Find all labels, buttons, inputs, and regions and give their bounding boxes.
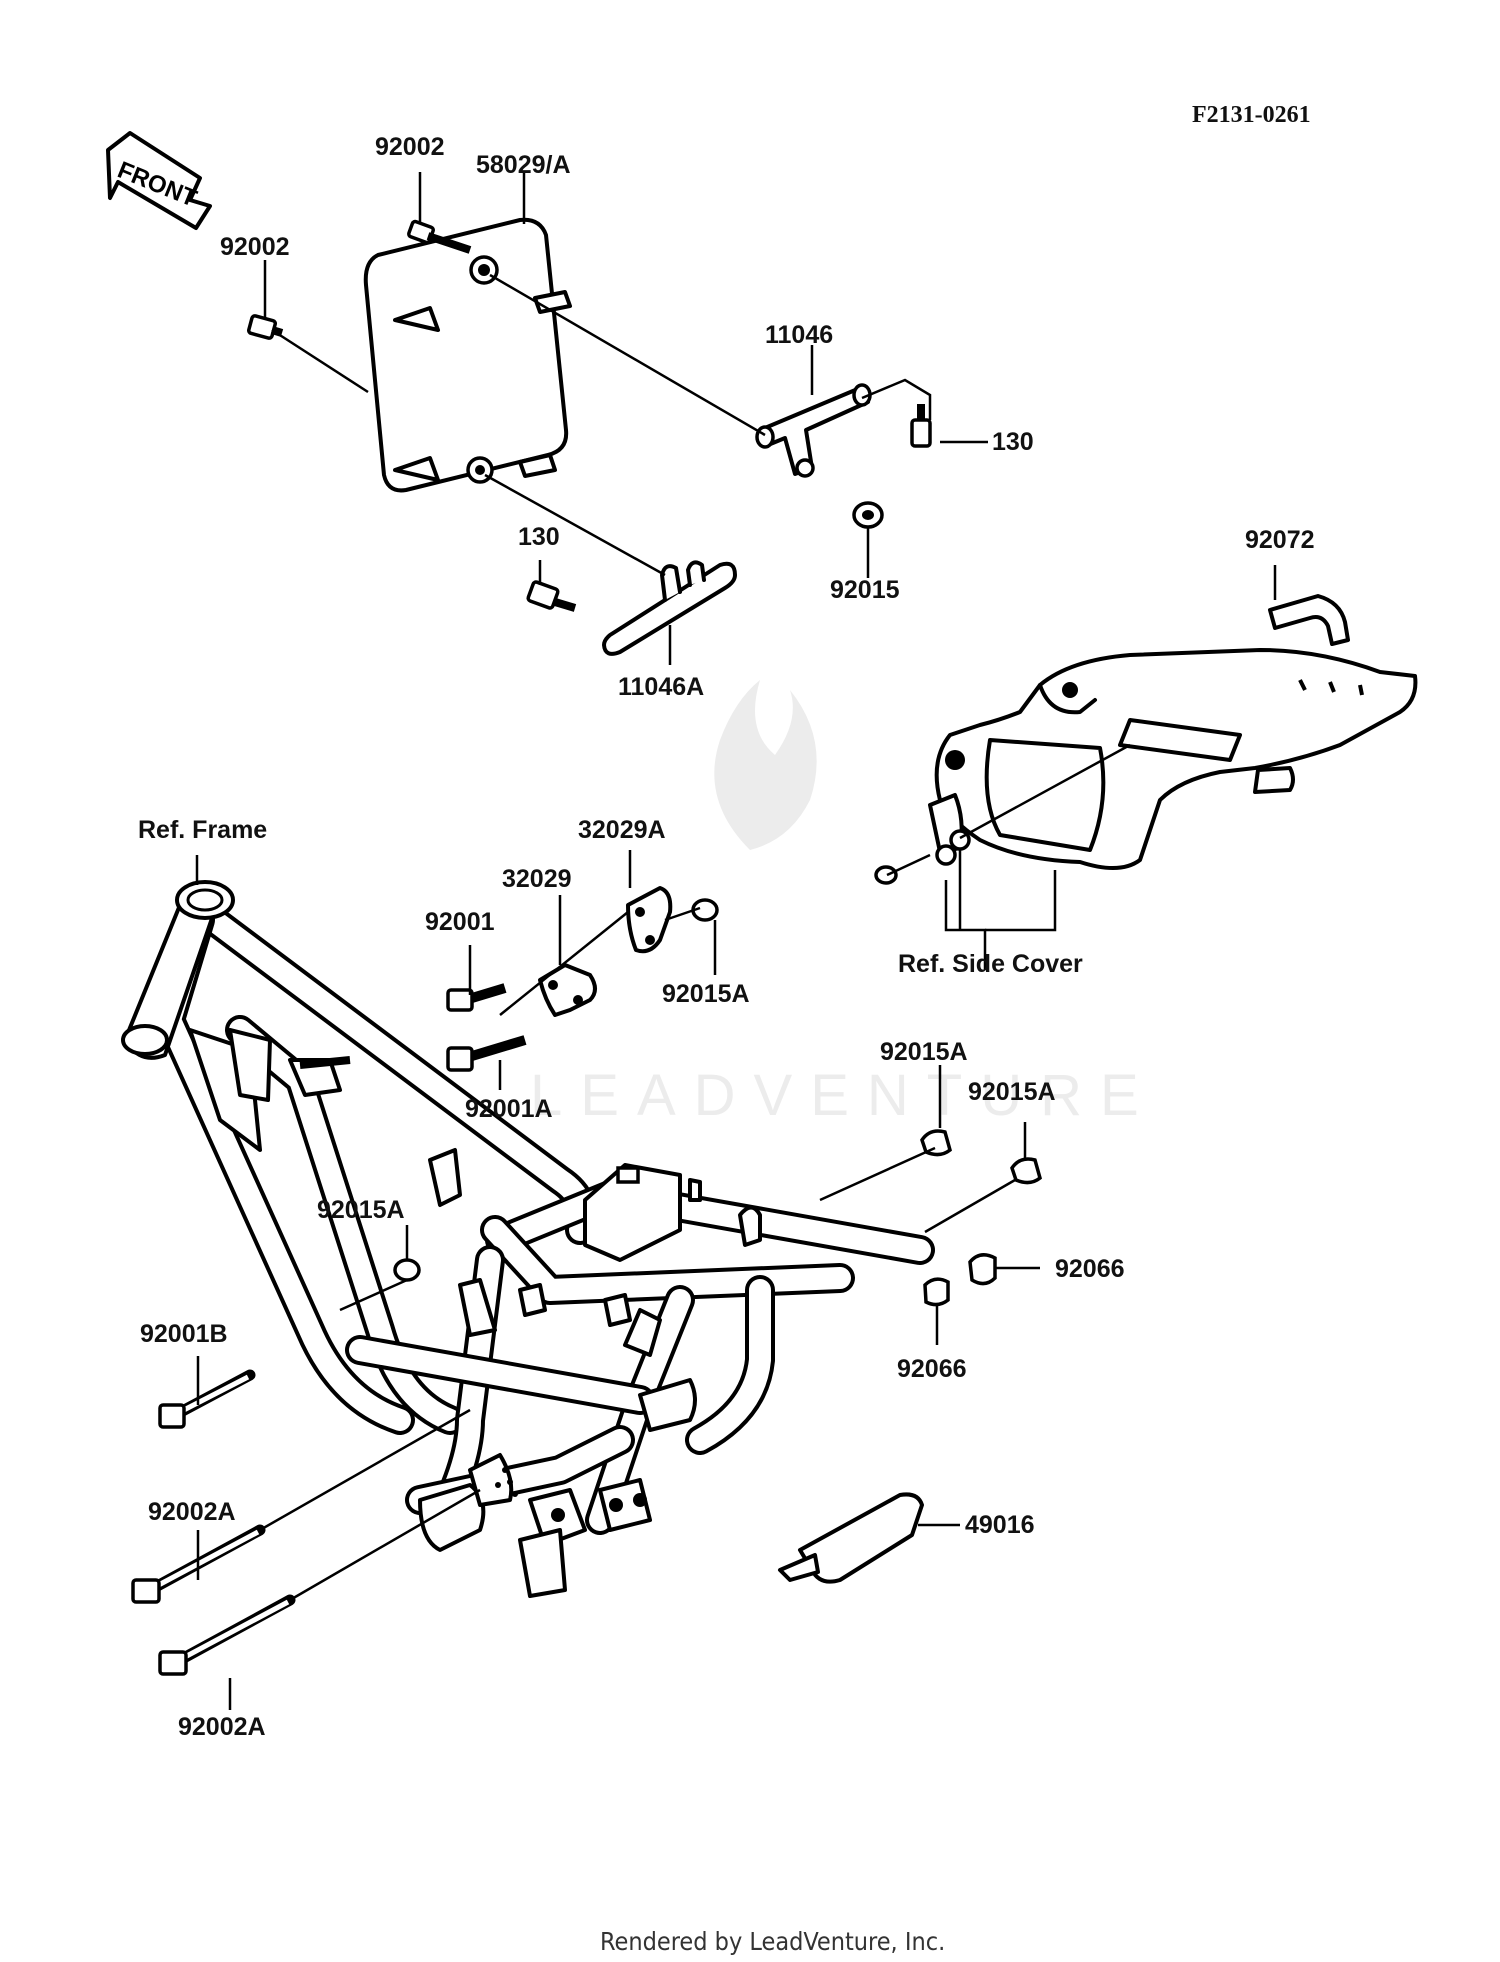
part-49016	[778, 1492, 924, 1584]
nut-92015A-r1	[920, 1129, 952, 1157]
callout-92002A-lower: 92002A	[178, 1713, 266, 1741]
part-32029	[538, 963, 597, 1017]
frame	[121, 880, 935, 1598]
callout-92002-top: 92002	[375, 133, 445, 161]
side-cover	[874, 648, 1418, 885]
callout-58029A: 58029/A	[476, 151, 571, 179]
cap-92066-bottom	[923, 1277, 950, 1307]
nut-92015A-left	[393, 1258, 421, 1282]
bolt-130-right	[910, 404, 932, 448]
bolt-130-left	[526, 580, 577, 612]
part-58029	[363, 217, 572, 493]
callout-92015A-r2: 92015A	[968, 1078, 1056, 1106]
cap-92066-right	[968, 1253, 997, 1286]
callout-92001B: 92001B	[140, 1320, 228, 1348]
bolt-92001A	[446, 1035, 527, 1072]
footer-credit: Rendered by LeadVenture, Inc.	[600, 1927, 945, 1956]
figure-code: F2131-0261	[1192, 102, 1311, 128]
watermark: LEADVENTURE	[530, 680, 1157, 1128]
callout-ref-frame: Ref. Frame	[138, 816, 267, 844]
callout-32029A: 32029A	[578, 816, 666, 844]
part-32029A	[626, 886, 673, 954]
bolt-92001	[446, 983, 507, 1012]
callout-92002-left: 92002	[220, 233, 290, 261]
callout-130-right: 130	[992, 428, 1034, 456]
leader-lines	[195, 172, 1277, 1710]
front-arrow-icon: FRONT	[106, 131, 212, 230]
callout-92015A-mid: 92015A	[662, 980, 750, 1008]
callout-92001A: 92001A	[465, 1095, 553, 1123]
callout-92072: 92072	[1245, 526, 1315, 554]
callout-92015: 92015	[830, 576, 900, 604]
callout-92001: 92001	[425, 908, 495, 936]
callout-49016: 49016	[965, 1511, 1035, 1539]
watermark-text: LEADVENTURE	[530, 1063, 1157, 1128]
bolt-92002-top	[407, 219, 472, 254]
part-11046	[755, 383, 872, 478]
nut-92015A-r2	[1010, 1157, 1042, 1185]
callout-92066-bottom: 92066	[897, 1355, 967, 1383]
callout-92015A-r1: 92015A	[880, 1038, 968, 1066]
callout-11046A: 11046A	[618, 673, 704, 701]
bolt-92001B	[158, 1369, 256, 1429]
nut-92015	[852, 501, 884, 529]
steering-head	[121, 880, 235, 1060]
bolt-92002A-upper	[131, 1524, 266, 1604]
watermark-flame-icon	[714, 680, 817, 850]
part-11046A	[602, 560, 737, 656]
callout-92066-right: 92066	[1055, 1255, 1125, 1283]
bolt-92002A-lower	[158, 1594, 296, 1676]
part-92072	[1268, 594, 1350, 646]
callout-11046: 11046	[765, 321, 833, 349]
callout-130-left: 130	[518, 523, 560, 551]
callout-92002A-upper: 92002A	[148, 1498, 236, 1526]
callout-32029: 32029	[502, 865, 572, 893]
callout-ref-side-cover: Ref. Side Cover	[898, 950, 1083, 978]
callouts: 92002 58029/A 92002 11046 130 130 92015 …	[138, 133, 1315, 1741]
callout-92015A-left: 92015A	[317, 1196, 405, 1224]
